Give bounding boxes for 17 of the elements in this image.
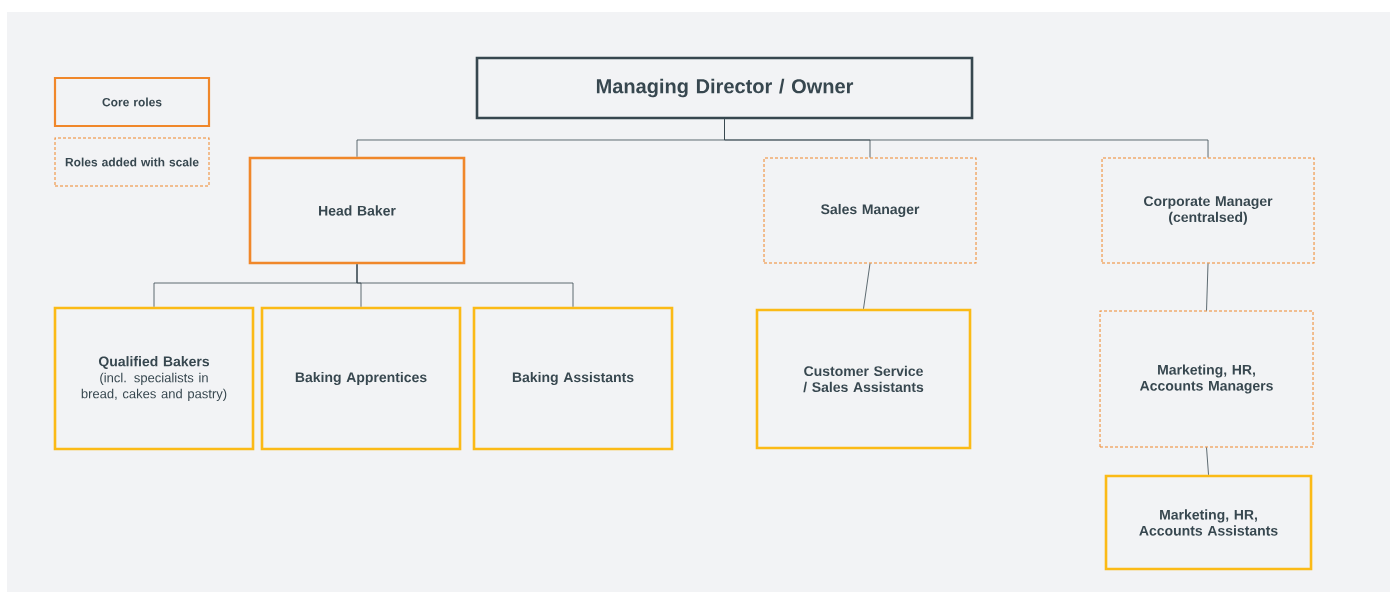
role-box: Customer Service / Sales Assistants: [755, 308, 972, 450]
role-box: Marketing, HR, Accounts Assistants: [1104, 474, 1313, 571]
connector-line: [863, 263, 871, 310]
role-box: Baking Apprentices: [260, 306, 462, 451]
connector-line: [724, 118, 1209, 158]
role-box: Head Baker: [248, 156, 466, 265]
legend-box: Roles added with scale: [54, 137, 210, 187]
legend-box: Core roles: [53, 76, 211, 128]
role-box: Corporate Manager (centralsed): [1101, 157, 1315, 264]
title-box: Managing Director / Owner: [475, 56, 974, 120]
role-box: Sales Manager: [763, 157, 977, 264]
connector-line: [356, 263, 574, 308]
role-box: Qualified Bakers (incl. specialists in bread, cakes and pastry): [53, 306, 255, 451]
role-box: Marketing, HR, Accounts Managers: [1099, 310, 1314, 448]
role-box: Baking Assistants: [472, 306, 674, 451]
connector-line: [1206, 447, 1209, 476]
connector-line: [1206, 263, 1209, 311]
